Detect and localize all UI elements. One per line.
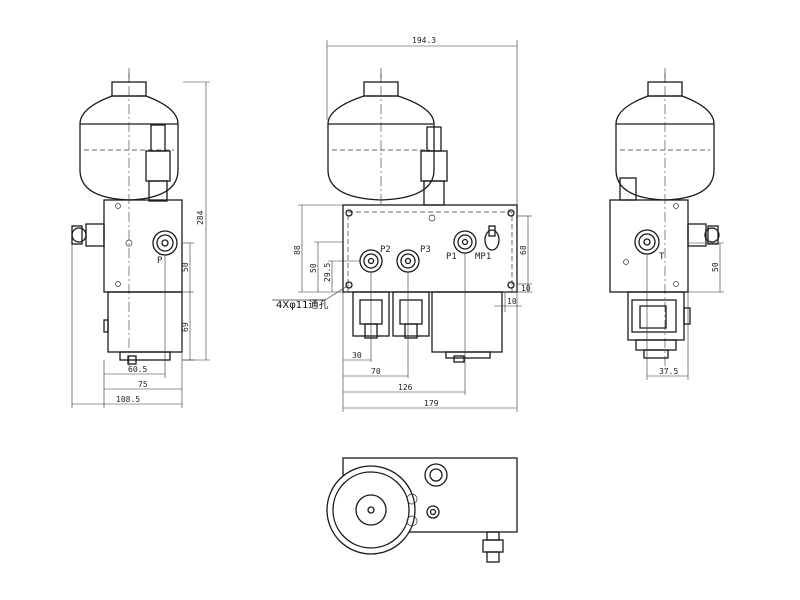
port-mp1-label: MP1: [475, 252, 491, 262]
bottom-view: [326, 457, 518, 563]
left-dim-284: 284: [196, 210, 205, 225]
solenoid-valve-2: [392, 291, 430, 337]
left-pressure-switch: [150, 124, 166, 152]
left-dim-60-5: 60.5: [128, 365, 147, 374]
left-port-p-label: P: [157, 256, 163, 266]
front-view: 194.3 P2 P3 P1 MP1: [272, 36, 532, 412]
port-p3-label: P3: [420, 245, 431, 255]
front-mount-hole: [507, 281, 515, 289]
left-valve-block: [103, 199, 183, 293]
port-p2-label: P2: [380, 245, 391, 255]
port-mp1-gauge-point: [484, 229, 500, 251]
front-mount-hole: [507, 209, 515, 217]
front-dim-179: 179: [424, 399, 439, 408]
front-mount-hole: [345, 281, 353, 289]
right-side-view: T 50 37.5: [609, 68, 724, 380]
front-dim-29-5: 29.5: [323, 263, 332, 282]
front-dim-50: 50: [309, 263, 318, 273]
left-dim-108-5: 108.5: [116, 395, 140, 404]
right-dim-50: 50: [711, 262, 720, 272]
front-dim-194-3: 194.3: [412, 36, 436, 45]
front-dim-68: 68: [519, 245, 528, 255]
left-side-view: P 284 50 69 60.5 75 108.5: [71, 68, 210, 408]
front-valve-block: [342, 204, 518, 293]
bottom-motor-housing: [326, 465, 416, 555]
front-dim-10-vertical: 10: [521, 284, 531, 293]
front-motor: [431, 291, 503, 353]
right-valve-block: [609, 199, 689, 293]
port-p3-fitting: [396, 249, 420, 273]
front-dim-30: 30: [352, 351, 362, 360]
right-dim-37-5: 37.5: [659, 367, 678, 376]
port-p2-fitting: [359, 249, 383, 273]
front-mount-hole: [345, 209, 353, 217]
left-dim-50: 50: [181, 262, 190, 272]
left-dim-69: 69: [181, 322, 190, 332]
front-dim-70: 70: [371, 367, 381, 376]
left-dim-75: 75: [138, 380, 148, 389]
port-p1-fitting: [453, 230, 477, 254]
port-t-label: T: [659, 252, 665, 262]
port-p1-label: P1: [446, 252, 457, 262]
front-dim-126: 126: [398, 383, 413, 392]
left-motor: [107, 291, 183, 353]
front-dim-10-horizontal: 10: [507, 297, 517, 306]
front-dim-88: 88: [293, 245, 302, 255]
bottom-port-fitting: [424, 463, 448, 487]
mount-hole-note: 4Xφ11通孔: [276, 299, 329, 311]
